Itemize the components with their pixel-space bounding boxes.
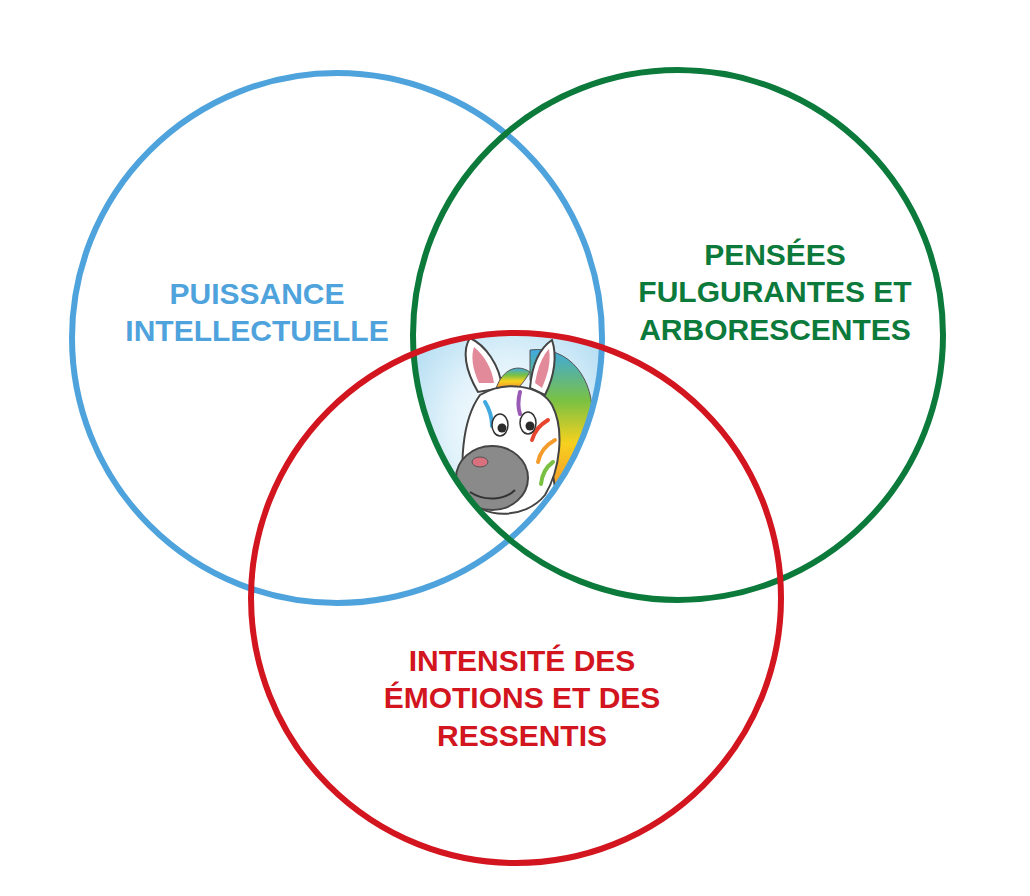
circle-outline <box>245 327 787 869</box>
venn-circle: PUISSANCE INTELLECTUELLE <box>66 67 608 609</box>
circle-stroke <box>251 333 781 863</box>
circle-label: PUISSANCE INTELLECTUELLE <box>107 275 407 350</box>
circle-label: PENSÉES FULGURANTES ET ARBORESCENTES <box>600 236 950 349</box>
venn-circle: INTENSITÉ DES ÉMOTIONS ET DES RESSENTIS <box>245 327 787 869</box>
circle-stroke <box>72 73 602 603</box>
circle-label: INTENSITÉ DES ÉMOTIONS ET DES RESSENTIS <box>372 642 672 755</box>
